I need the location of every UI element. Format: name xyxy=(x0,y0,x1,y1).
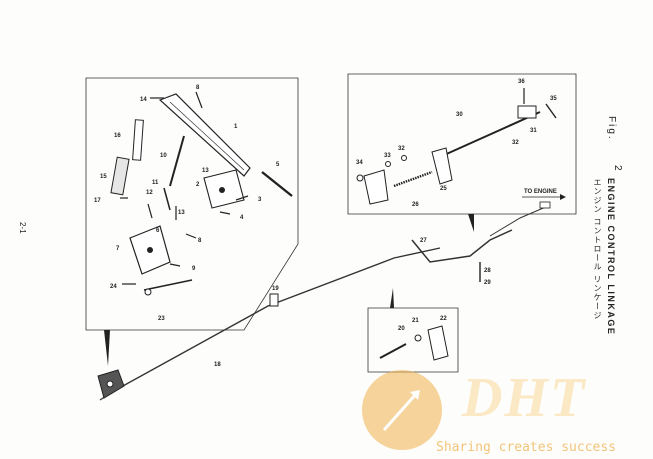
part-label-8b: 8 xyxy=(198,238,202,244)
figure-label: Fig. xyxy=(606,116,617,141)
part-label-29: 29 xyxy=(484,280,491,286)
pin-11 xyxy=(147,203,153,219)
part-label-28: 28 xyxy=(484,268,491,274)
bolt-3 xyxy=(235,195,249,201)
bolt-35 xyxy=(545,103,557,119)
watermark-slogan: Sharing creates success xyxy=(436,440,617,455)
part-label-16: 16 xyxy=(114,133,121,139)
part-label-24: 24 xyxy=(110,284,117,290)
pin-6 xyxy=(195,91,203,109)
part-label-35: 35 xyxy=(550,96,557,102)
part-label-30: 30 xyxy=(456,112,463,118)
part-label-18: 18 xyxy=(214,362,221,368)
part-label-25: 25 xyxy=(440,186,447,192)
left-inset-panel xyxy=(85,77,299,331)
arm-12 xyxy=(163,187,171,211)
rod-5 xyxy=(261,171,293,197)
part-label-36: 36 xyxy=(518,79,525,85)
engine-cable xyxy=(489,205,549,237)
part-label-14: 14 xyxy=(140,97,147,103)
bolt-8 xyxy=(185,233,197,239)
part-label-22: 22 xyxy=(440,316,447,322)
nut-21 xyxy=(414,334,422,342)
part-label-13a: 13 xyxy=(202,168,209,174)
to-engine-arrowhead xyxy=(560,194,566,200)
right-inset-panel xyxy=(347,73,577,215)
part-label-7: 7 xyxy=(116,246,120,252)
part-label-8: 8 xyxy=(196,85,200,91)
link-31 xyxy=(517,105,537,119)
washer-4 xyxy=(219,211,231,215)
rod-20 xyxy=(379,343,407,359)
part-label-11: 11 xyxy=(152,180,159,186)
part-label-6: 6 xyxy=(156,228,160,234)
part-label-4: 4 xyxy=(240,215,244,221)
sleeve-15 xyxy=(110,156,130,196)
part-label-32a: 32 xyxy=(512,140,519,146)
part-label-27: 27 xyxy=(420,238,427,244)
part-label-10: 10 xyxy=(160,153,167,159)
part-label-23: 23 xyxy=(158,316,165,322)
bottom-inset-panel xyxy=(367,307,459,373)
page-number: 2-1 xyxy=(18,222,27,234)
nut-34 xyxy=(356,174,364,182)
part-label-32b: 32 xyxy=(398,146,405,152)
part-label-33: 33 xyxy=(384,153,391,159)
spring-26 xyxy=(393,170,433,188)
part-label-15: 15 xyxy=(100,174,107,180)
main-lever xyxy=(158,93,251,177)
to-engine-label: TO ENGINE xyxy=(524,189,557,195)
rod-30 xyxy=(441,111,541,157)
part-label-9: 9 xyxy=(192,266,196,272)
watermark-logo xyxy=(362,370,442,450)
part-label-31: 31 xyxy=(530,128,537,134)
part-labels: 8 14 1 16 10 13 5 15 2 11 12 17 3 13 4 6… xyxy=(94,79,557,368)
figure-title-english: ENGINE CONTROL LINKAGE xyxy=(606,178,616,336)
part-label-20: 20 xyxy=(398,326,405,332)
part-label-13b: 13 xyxy=(178,210,185,216)
relay-lever xyxy=(411,229,513,263)
rod-clip xyxy=(269,293,279,307)
nut-32 xyxy=(401,155,407,161)
part-label-19: 19 xyxy=(272,286,279,292)
part-label-21: 21 xyxy=(412,318,419,324)
part-label-12: 12 xyxy=(146,190,153,196)
nut-33 xyxy=(385,161,391,167)
figure-title-japanese: エンジン コントロール リンケージ xyxy=(593,178,602,321)
rod-10 xyxy=(169,135,185,187)
lever-22 xyxy=(427,325,449,361)
part-label-34: 34 xyxy=(356,160,363,166)
watermark-brand: DHT xyxy=(462,367,587,429)
figure-number: 2 xyxy=(612,165,623,171)
part-label-1: 1 xyxy=(234,124,238,130)
pointer-wedge-left xyxy=(104,330,110,366)
lever-23 xyxy=(143,279,193,291)
nut-9 xyxy=(169,263,181,267)
control-rod xyxy=(111,247,441,393)
part-label-2: 2 xyxy=(196,182,200,188)
lever-25 xyxy=(363,169,389,205)
part-label-5: 5 xyxy=(276,162,280,168)
part-label-17: 17 xyxy=(94,198,101,204)
pointer-wedge-bottom xyxy=(390,288,394,308)
part-label-3: 3 xyxy=(258,197,262,203)
part-label-26: 26 xyxy=(412,202,419,208)
lower-bracket xyxy=(97,369,125,399)
cable-end xyxy=(539,201,551,209)
pointer-wedge-right xyxy=(468,214,474,232)
bracket-upper xyxy=(431,147,453,185)
shaft-16 xyxy=(132,119,144,161)
